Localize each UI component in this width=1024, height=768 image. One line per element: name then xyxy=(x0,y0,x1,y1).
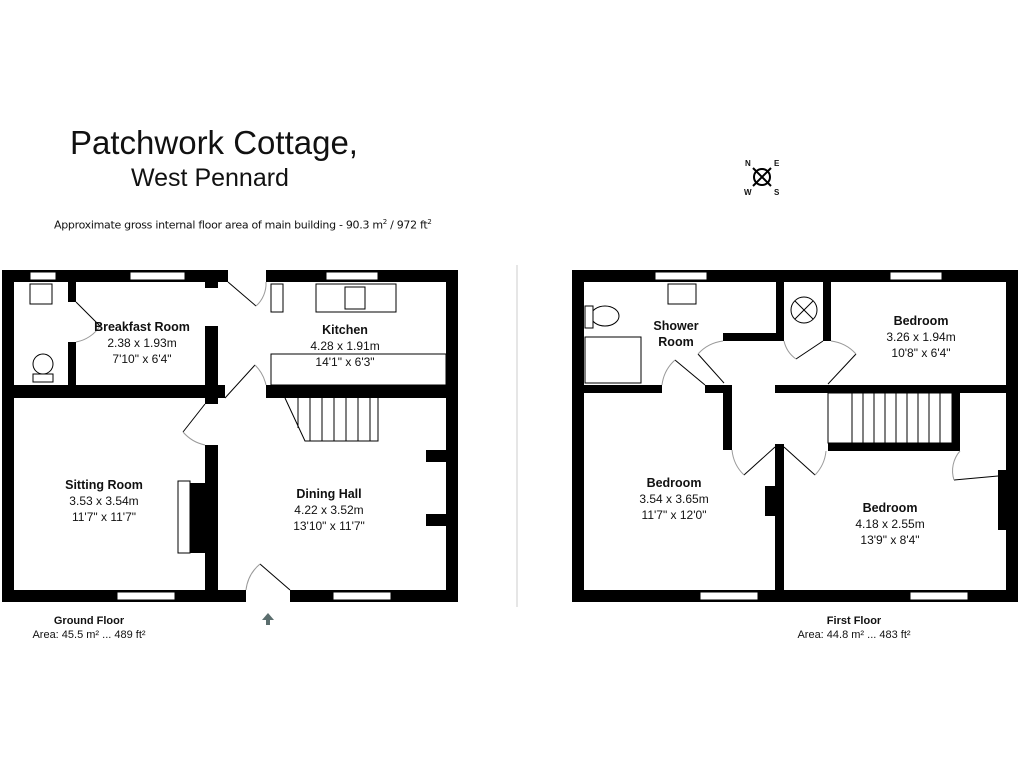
toilet-icon xyxy=(590,305,620,327)
room-name: Breakfast Room xyxy=(94,320,190,334)
staircase xyxy=(827,392,953,444)
compass-w: W xyxy=(744,188,752,197)
compass-n: N xyxy=(745,159,751,168)
room-name: Sitting Room xyxy=(65,478,143,492)
floor-name: Ground Floor xyxy=(53,615,125,627)
first-floor-windows xyxy=(654,271,969,601)
floor-name: First Floor xyxy=(826,615,882,627)
floor-area: Area: 44.8 m² ... 483 ft² xyxy=(797,629,911,641)
room-name-line2: Room xyxy=(658,335,694,349)
page-subtitle: West Pennard xyxy=(131,164,289,192)
room-name: Shower xyxy=(653,319,699,333)
kitchen-counter xyxy=(270,353,447,386)
room-metric: 3.54 x 3.65m xyxy=(639,492,709,506)
room-bedroom-2: Bedroom 3.54 x 3.65m 11'7" x 12'0" xyxy=(639,475,708,523)
sink-unit-icon xyxy=(315,283,397,313)
room-imperial: 7'10" x 6'4" xyxy=(112,352,172,366)
room-imperial: 11'7" x 12'0" xyxy=(641,508,707,522)
floor-area: Area: 45.5 m² ... 489 ft² xyxy=(32,629,146,641)
ground-floor-fixtures xyxy=(29,281,447,591)
entrance-arrow-icon xyxy=(262,613,274,625)
room-metric: 4.28 x 1.91m xyxy=(310,339,380,353)
page-title: Patchwork Cottage, xyxy=(70,124,358,161)
room-name: Bedroom xyxy=(862,501,918,515)
room-metric: 2.38 x 1.93m xyxy=(107,336,177,350)
basin-icon xyxy=(667,283,697,305)
room-name: Kitchen xyxy=(322,323,368,337)
area-note-imperial: / 972 ft xyxy=(386,218,428,232)
cylinder-icon xyxy=(790,296,818,324)
room-imperial: 14'1" x 6'3" xyxy=(315,355,375,369)
compass-e: E xyxy=(774,159,780,168)
room-metric: 4.18 x 2.55m xyxy=(855,517,925,531)
toilet-icon xyxy=(32,353,54,375)
room-metric: 3.26 x 1.94m xyxy=(886,330,956,344)
room-metric: 3.53 x 3.54m xyxy=(69,494,139,508)
room-imperial: 10'8" x 6'4" xyxy=(891,346,951,360)
room-breakfast-room: Breakfast Room 2.38 x 1.93m 7'10" x 6'4" xyxy=(94,319,190,367)
ground-floor-windows xyxy=(29,271,392,601)
room-sitting-room: Sitting Room 3.53 x 3.54m 11'7" x 11'7" xyxy=(65,477,143,525)
room-imperial: 13'10" x 11'7" xyxy=(293,519,365,533)
room-kitchen: Kitchen 4.28 x 1.91m 14'1" x 6'3" xyxy=(310,322,379,370)
fridge-icon xyxy=(270,283,284,313)
room-name: Dining Hall xyxy=(296,487,362,501)
room-metric: 4.22 x 3.52m xyxy=(294,503,364,517)
staircase xyxy=(284,397,379,442)
compass-icon xyxy=(752,167,772,187)
room-bedroom-3: Bedroom 4.18 x 2.55m 13'9" x 8'4" xyxy=(855,500,924,548)
compass-s: S xyxy=(774,188,780,197)
area-note-sup: 2 xyxy=(427,218,432,226)
room-name: Bedroom xyxy=(646,476,702,490)
shower-tray-icon xyxy=(584,336,642,384)
room-dining-hall: Dining Hall 4.22 x 3.52m 13'10" x 11'7" xyxy=(293,486,365,534)
total-area-note: Approximate gross internal floor area of… xyxy=(54,218,432,232)
room-imperial: 13'9" x 8'4" xyxy=(860,533,920,547)
room-name: Bedroom xyxy=(893,314,949,328)
fireplace xyxy=(177,480,191,554)
area-note-metric: Approximate gross internal floor area of… xyxy=(54,218,383,232)
area-note-sup: 2 xyxy=(382,218,387,226)
ground-floor-walls xyxy=(2,270,458,602)
basin-icon xyxy=(29,283,53,305)
room-imperial: 11'7" x 11'7" xyxy=(71,510,137,524)
room-bedroom-1: Bedroom 3.26 x 1.94m 10'8" x 6'4" xyxy=(886,313,955,361)
first-floor-fixtures xyxy=(584,283,999,481)
